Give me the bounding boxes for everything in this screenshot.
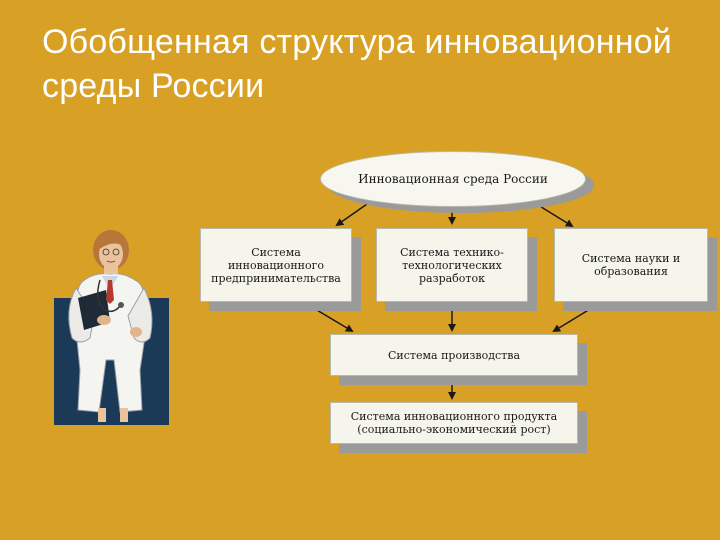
- node-production-system: Система производства: [330, 334, 578, 376]
- doctor-illustration-icon: [54, 230, 169, 425]
- node-science-education-label: Система науки и образования: [581, 252, 681, 278]
- node-tech-development-label: Система технико- технологических разрабо…: [400, 245, 504, 285]
- node-innovation-product-system: Система инновационного продукта (социаль…: [330, 402, 578, 444]
- node-tech-development-system: Система технико- технологических разрабо…: [376, 228, 528, 302]
- arrow-entrepreneurship-to-production: [304, 302, 354, 333]
- node-innovation-environment-label: Инновационная среда России: [358, 172, 548, 186]
- node-production-label: Система производства: [387, 348, 521, 362]
- arrow-science-to-production: [552, 302, 601, 333]
- node-entrepreneurship-label: Система инновационного предпринимательст…: [211, 245, 341, 285]
- arrow-root-to-science: [524, 196, 574, 228]
- node-entrepreneurship-system: Система инновационного предпринимательст…: [200, 228, 352, 302]
- node-science-education-system: Система науки и образования: [554, 228, 708, 302]
- node-innovation-environment: Инновационная среда России: [320, 151, 586, 207]
- slide-title: Обобщенная структура инновационной среды…: [42, 23, 672, 105]
- node-innovation-product-label: Система инновационного продукта (социаль…: [350, 410, 558, 436]
